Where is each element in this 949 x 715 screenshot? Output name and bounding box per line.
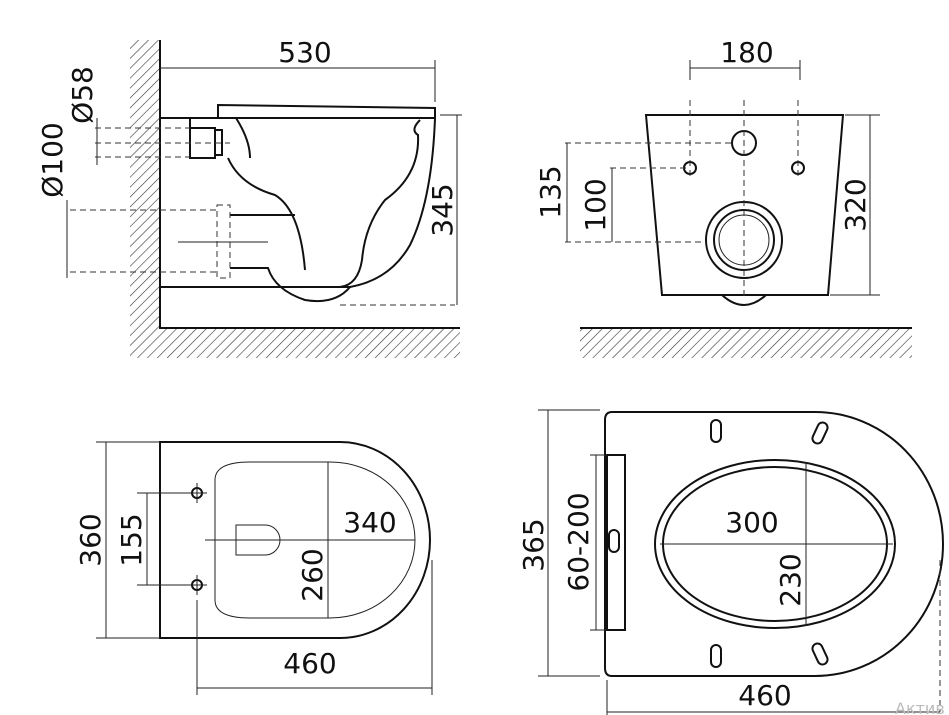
- watermark-text: Актив: [895, 699, 945, 715]
- dimension-lines: [160, 60, 462, 305]
- side-view: 530 345 Ø58 Ø100: [36, 36, 462, 358]
- hinge-plate: [606, 454, 626, 631]
- dim-d100: Ø100: [36, 122, 69, 197]
- seat-view: 365 60-200 300 230 460: [517, 409, 944, 715]
- dim-345: 345: [426, 183, 459, 236]
- dim-460-seat: 460: [738, 679, 791, 712]
- dim-230: 230: [774, 553, 807, 606]
- bowl-outline: [160, 117, 437, 288]
- dim-340: 340: [343, 506, 396, 539]
- floor-hatch: [130, 328, 460, 358]
- wall-floor-line: [159, 40, 460, 329]
- dim-155: 155: [115, 513, 148, 566]
- bumper: [811, 642, 829, 666]
- bumper: [710, 644, 722, 668]
- bowl-top-outline: [159, 441, 431, 639]
- outlet-pipe: [230, 214, 351, 303]
- seat-lid: [217, 103, 436, 119]
- bumper: [710, 419, 722, 443]
- dim-320: 320: [839, 178, 872, 231]
- bumper: [811, 421, 829, 445]
- hinge-slot: [608, 529, 620, 553]
- bowl-front-outline: [644, 114, 845, 296]
- seat-opening-outer: [654, 459, 896, 629]
- dim-460: 460: [283, 647, 336, 680]
- dim-260: 260: [296, 548, 329, 601]
- top-view: 360 155 340 260 460: [74, 441, 433, 695]
- water-inlet: [189, 118, 223, 159]
- dim-365: 365: [517, 518, 550, 571]
- bowl-interior: [227, 117, 421, 288]
- dim-d58: Ø58: [66, 66, 99, 124]
- wall-hatch: [130, 40, 160, 328]
- dim-100: 100: [579, 178, 612, 231]
- dim-300: 300: [725, 506, 778, 539]
- bowl-opening: [214, 461, 416, 619]
- seat-outline: [604, 411, 944, 677]
- dim-530: 530: [278, 36, 331, 69]
- dim-135: 135: [534, 165, 567, 218]
- dim-360: 360: [74, 513, 107, 566]
- outlet-outline: [235, 524, 281, 556]
- front-view: 180 135 100 320: [534, 36, 912, 358]
- floor-hatch: [580, 328, 912, 358]
- dim-60-200: 60-200: [562, 492, 595, 591]
- dim-180: 180: [720, 36, 773, 69]
